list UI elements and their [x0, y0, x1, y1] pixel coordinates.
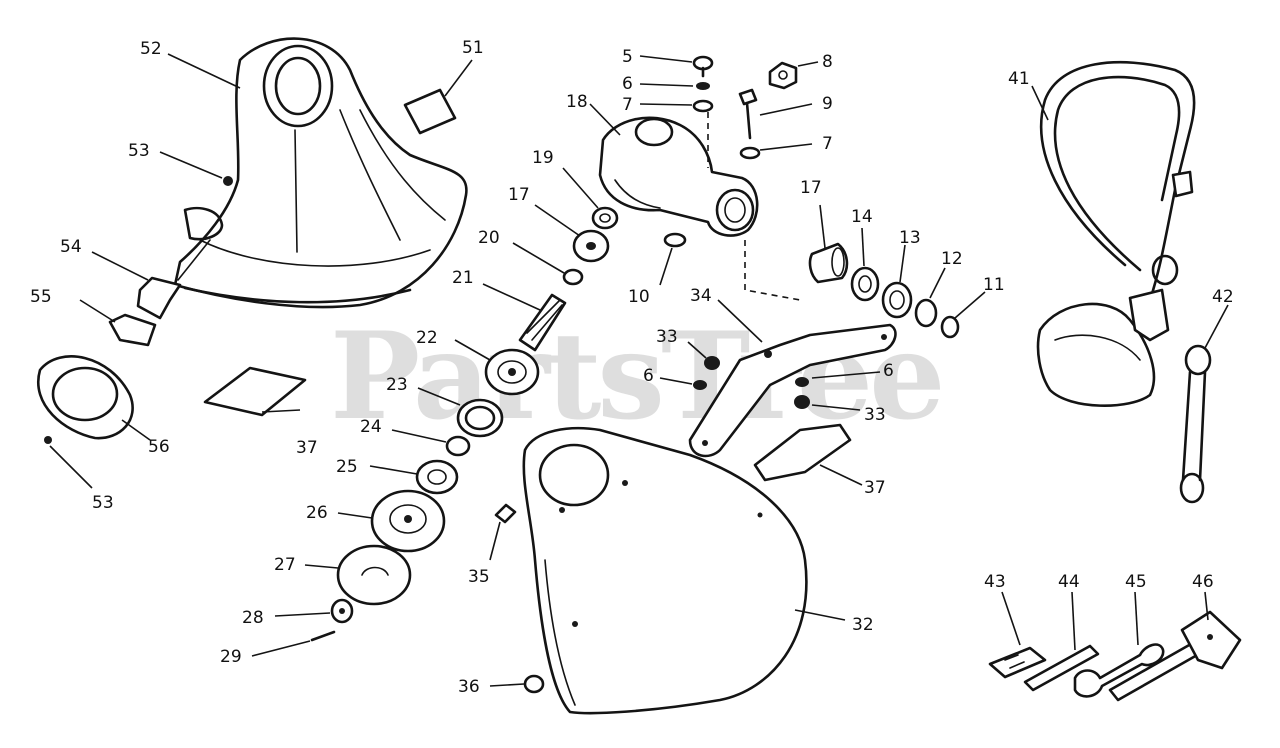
part-10-washer[interactable]: [663, 232, 687, 248]
callout-43: 43: [984, 572, 1006, 592]
callout-54: 54: [60, 237, 82, 257]
callout-24: 24: [360, 417, 382, 437]
callout-46: 46: [1192, 572, 1214, 592]
callout-37-left: 37: [296, 438, 318, 458]
part-44-rod[interactable]: [1023, 644, 1100, 692]
callout-6-top: 6: [622, 74, 633, 94]
part-6-lockwasher-top[interactable]: [696, 82, 710, 90]
callout-23: 23: [386, 375, 408, 395]
part-14-bearing[interactable]: [850, 266, 880, 302]
part-7-washer-left[interactable]: [692, 99, 714, 113]
callout-28: 28: [242, 608, 264, 628]
callout-55: 55: [30, 287, 52, 307]
callout-5: 5: [622, 47, 633, 67]
part-33-nut-left[interactable]: [704, 356, 720, 370]
callout-41: 41: [1008, 69, 1030, 89]
part-34-bracket[interactable]: [688, 323, 897, 458]
part-51-decal[interactable]: [403, 88, 457, 135]
part-29-pin[interactable]: [310, 630, 336, 642]
part-37-label-left[interactable]: [203, 366, 307, 417]
callout-45: 45: [1125, 572, 1147, 592]
part-55-clip[interactable]: [108, 313, 157, 347]
callout-13: 13: [899, 228, 921, 248]
part-35-screw[interactable]: [494, 503, 517, 524]
part-26-cup[interactable]: [370, 489, 446, 553]
callout-22: 22: [416, 328, 438, 348]
callout-32: 32: [852, 615, 874, 635]
part-37-label-right[interactable]: [753, 423, 852, 482]
part-21-shaft[interactable]: [518, 293, 567, 352]
callout-17-right: 17: [800, 178, 822, 198]
callout-52: 52: [140, 39, 162, 59]
part-19-nut[interactable]: [591, 206, 619, 230]
callout-17-left: 17: [508, 185, 530, 205]
part-17-spacer-left[interactable]: [572, 229, 610, 263]
callout-9: 9: [822, 94, 833, 114]
callout-29: 29: [220, 647, 242, 667]
part-32-lower-shield[interactable]: [522, 426, 808, 715]
callout-36: 36: [458, 677, 480, 697]
watermark: PartsTree: [330, 306, 941, 447]
callout-19: 19: [532, 148, 554, 168]
callout-34: 34: [690, 286, 712, 306]
part-9-bolt[interactable]: [738, 88, 758, 140]
callout-21: 21: [452, 268, 474, 288]
part-6-lockwasher-left[interactable]: [693, 380, 707, 390]
callout-42: 42: [1212, 287, 1234, 307]
part-18-gear-housing[interactable]: [598, 116, 759, 237]
part-33-nut-right[interactable]: [794, 395, 810, 409]
callout-6-right: 6: [883, 361, 894, 381]
callout-44: 44: [1058, 572, 1080, 592]
callout-14: 14: [851, 207, 873, 227]
callout-51: 51: [462, 38, 484, 58]
part-45-wrench[interactable]: [1073, 643, 1165, 698]
callout-33-right: 33: [864, 405, 886, 425]
part-13-bearing[interactable]: [881, 281, 913, 319]
part-12-snap-ring[interactable]: [914, 298, 938, 328]
callout-27: 27: [274, 555, 296, 575]
callout-26: 26: [306, 503, 328, 523]
callout-18: 18: [566, 92, 588, 112]
callout-11: 11: [983, 275, 1005, 295]
part-41-harness-strap[interactable]: [1036, 60, 1196, 407]
part-43-hex-key[interactable]: [988, 646, 1047, 679]
part-22-bearing[interactable]: [484, 348, 540, 396]
callout-8: 8: [822, 52, 833, 72]
part-27-plate[interactable]: [336, 544, 412, 606]
part-8-nut[interactable]: [768, 61, 798, 90]
part-23-seal-ring[interactable]: [456, 398, 504, 438]
part-5-screw[interactable]: [692, 55, 714, 78]
callout-7-left: 7: [622, 95, 633, 115]
callout-7-right: 7: [822, 134, 833, 154]
part-17-spacer-right[interactable]: [808, 242, 849, 284]
part-53-screw-lower[interactable]: [44, 436, 52, 444]
callout-33-left: 33: [656, 327, 678, 347]
callout-12: 12: [941, 249, 963, 269]
callout-25: 25: [336, 457, 358, 477]
callout-10: 10: [628, 287, 650, 307]
callout-6-left: 6: [643, 366, 654, 386]
part-7-washer-right[interactable]: [739, 146, 761, 160]
part-42-lanyard-hook[interactable]: [1179, 344, 1212, 504]
part-52-upper-guard[interactable]: [173, 37, 468, 309]
part-36-screw[interactable]: [523, 674, 545, 694]
part-11-ring[interactable]: [940, 315, 960, 339]
part-6-lockwasher-right[interactable]: [795, 377, 809, 387]
callout-56: 56: [148, 437, 170, 457]
part-56-gasket-plate[interactable]: [37, 355, 134, 440]
part-25-adapter[interactable]: [415, 459, 459, 495]
part-20-washer[interactable]: [562, 268, 584, 286]
part-54-bracket[interactable]: [136, 239, 211, 320]
part-53-screw-upper[interactable]: [223, 176, 233, 186]
part-24-washer[interactable]: [445, 435, 471, 457]
callout-37-right: 37: [864, 478, 886, 498]
callout-53-lower: 53: [92, 493, 114, 513]
callout-35: 35: [468, 567, 490, 587]
part-28-nut[interactable]: [330, 598, 354, 624]
callout-20: 20: [478, 228, 500, 248]
part-46-socket-tool[interactable]: [1108, 610, 1242, 702]
callout-53-upper: 53: [128, 141, 150, 161]
